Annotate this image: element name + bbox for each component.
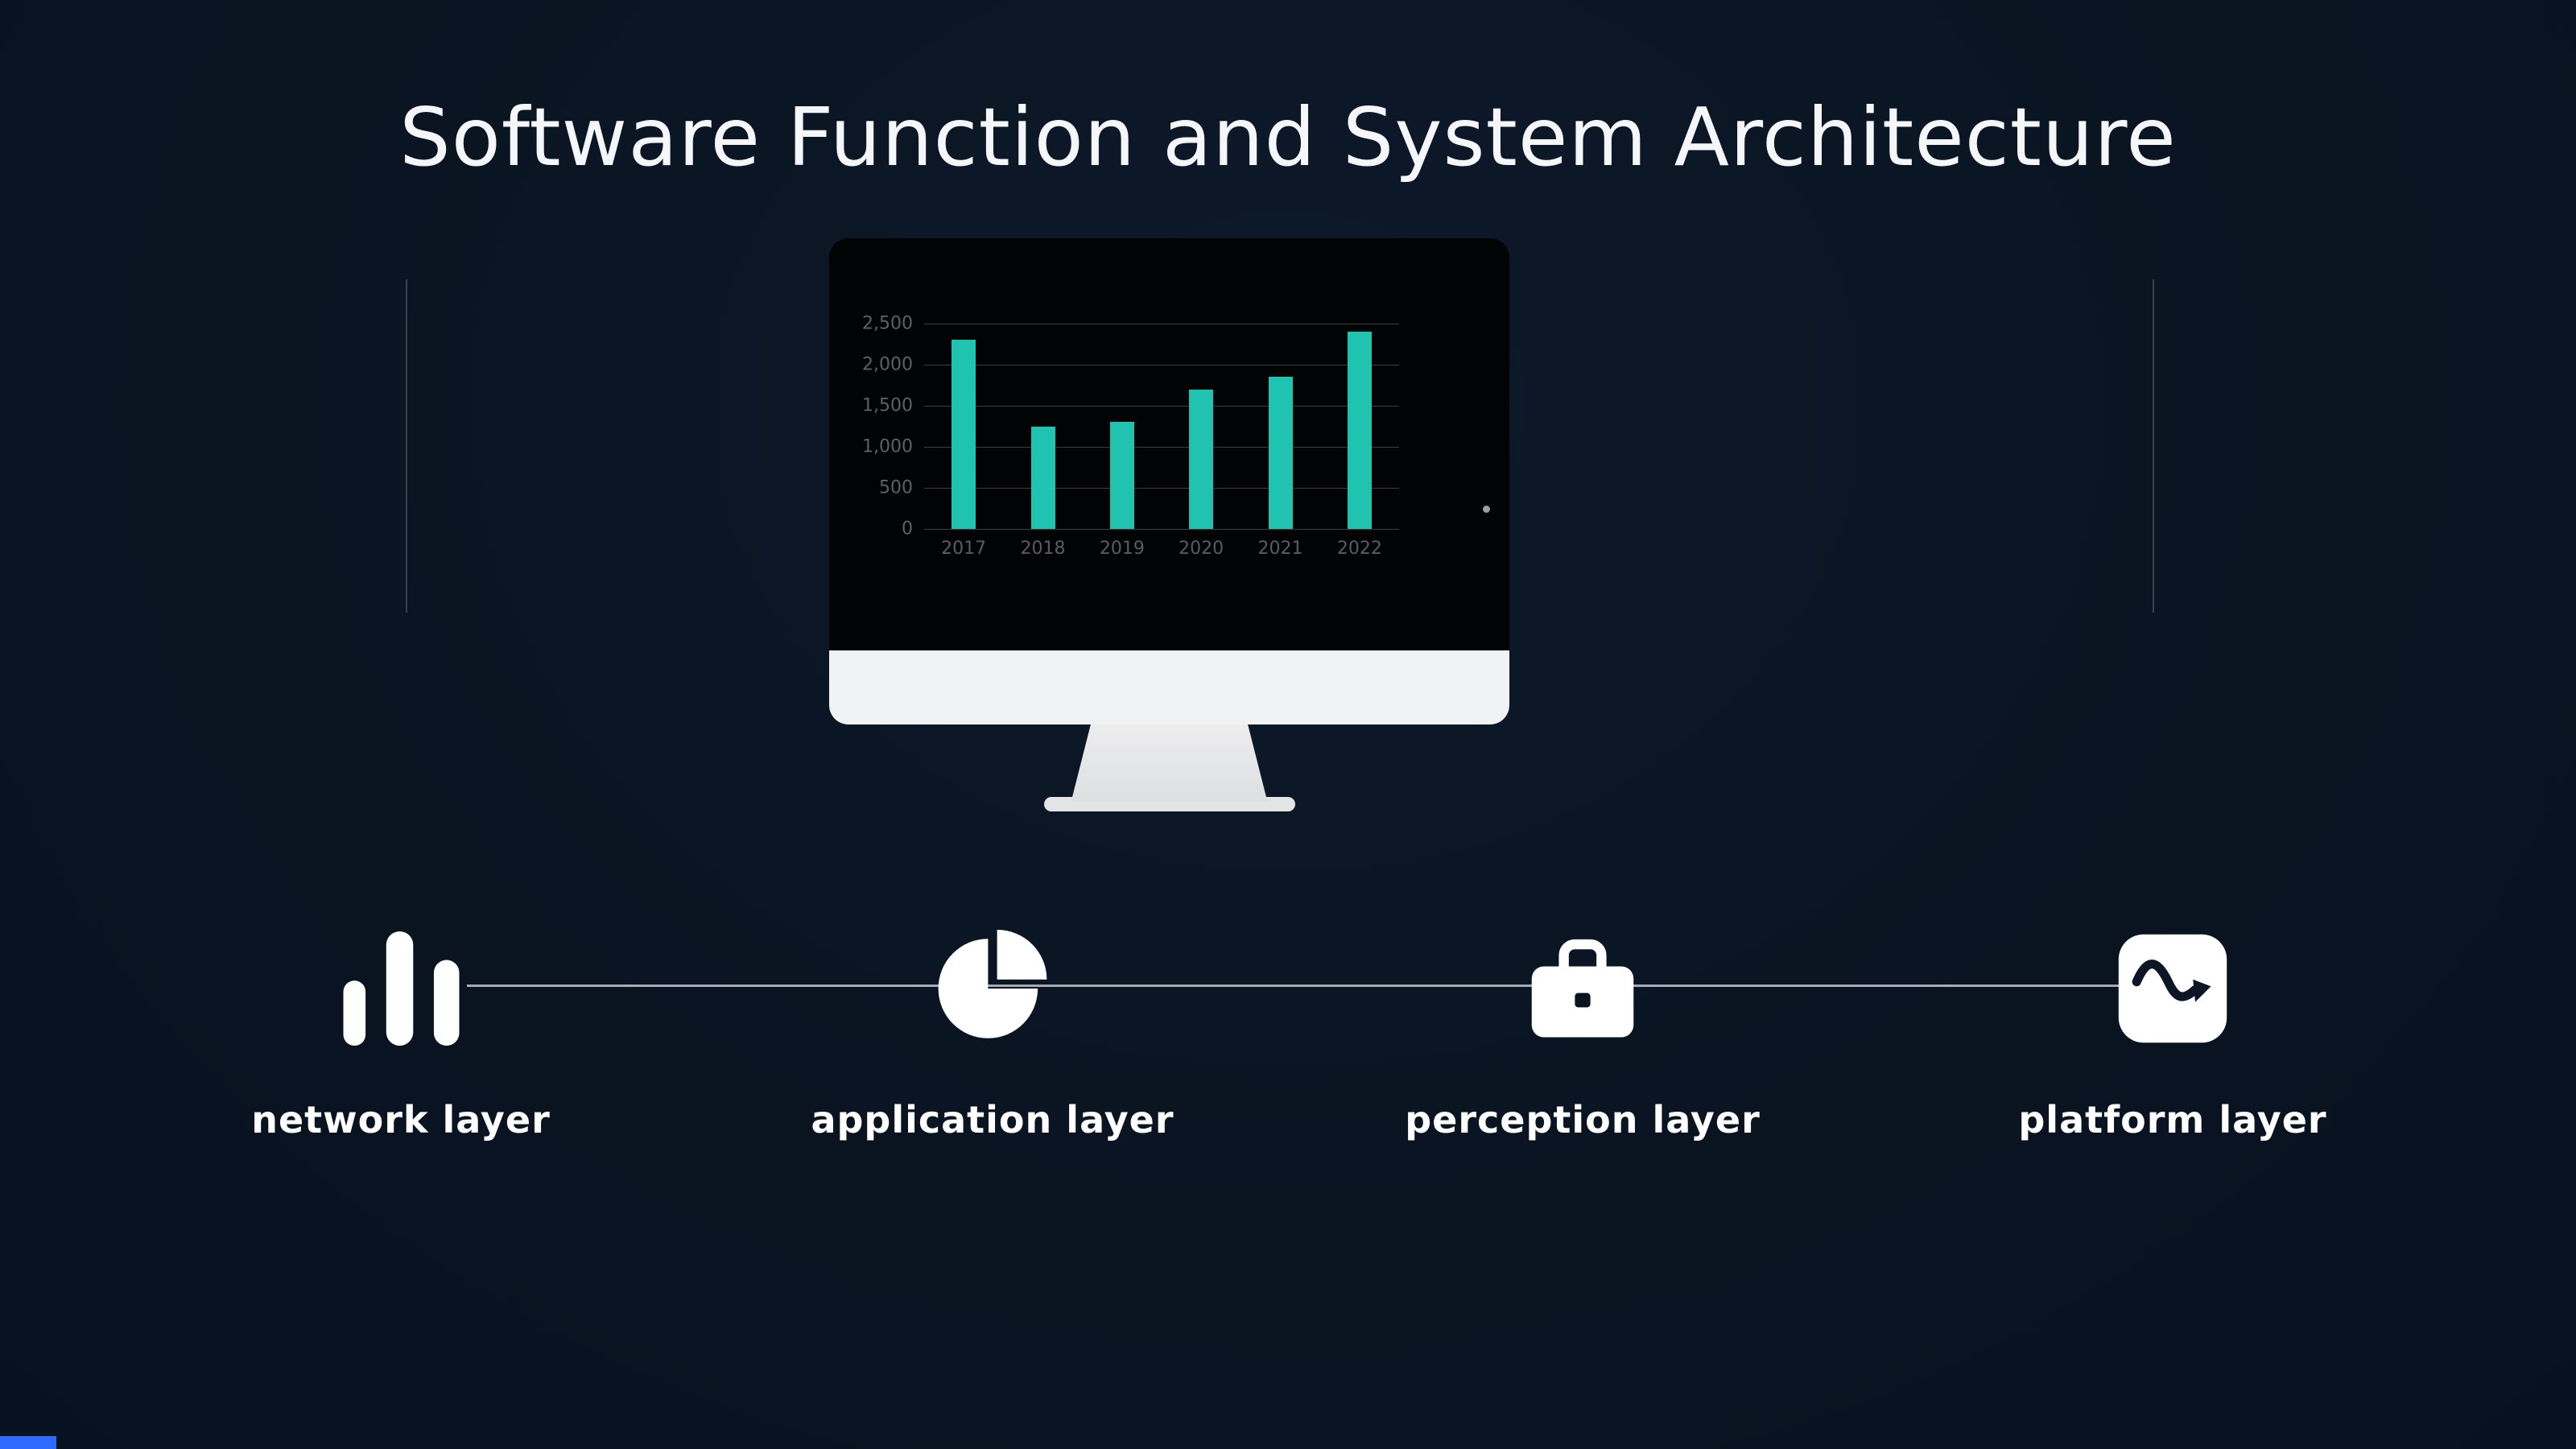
wave-arrow-icon bbox=[2116, 927, 2229, 1048]
monitor-screen: 2,500 2,000 1,500 1,000 500 0 2017 2018 2019 2020… bbox=[829, 238, 1509, 650]
monitor-stand bbox=[1071, 724, 1268, 802]
chart-gridline bbox=[924, 406, 1399, 407]
chart-y-tick-label: 1,000 bbox=[862, 436, 913, 457]
chart-bar bbox=[952, 340, 976, 529]
chart-bar bbox=[1189, 389, 1214, 529]
chart-bar bbox=[1347, 332, 1372, 529]
bar-chart-plot: 2,500 2,000 1,500 1,000 500 0 2017 2018 2019 2020… bbox=[862, 314, 1399, 559]
chart-y-tick-label: 2,500 bbox=[862, 313, 913, 334]
screen-dot bbox=[1483, 506, 1490, 513]
page-title: Software Function and System Architectur… bbox=[399, 90, 2177, 184]
chart-x-tick-label: 2022 bbox=[1336, 539, 1382, 559]
chart-bar bbox=[1268, 377, 1293, 529]
layer-label: perception layer bbox=[1405, 1098, 1761, 1141]
left-accent-line bbox=[406, 279, 407, 613]
briefcase-icon bbox=[1527, 927, 1638, 1048]
chart-x-tick-label: 2018 bbox=[1020, 539, 1066, 559]
layer-label: application layer bbox=[811, 1098, 1174, 1141]
layer-label: platform layer bbox=[2018, 1098, 2327, 1141]
chart-gridline bbox=[924, 488, 1399, 489]
pie-chart-icon bbox=[934, 927, 1051, 1048]
right-accent-line bbox=[2153, 279, 2154, 613]
layer-label: network layer bbox=[251, 1098, 551, 1141]
bottom-left-accent bbox=[0, 1436, 56, 1449]
chart-gridline bbox=[924, 447, 1399, 448]
layer-item-application: application layer bbox=[751, 927, 1234, 1141]
chart-x-tick-label: 2020 bbox=[1179, 539, 1224, 559]
monitor-chin bbox=[829, 650, 1509, 724]
monitor-illustration: 2,500 2,000 1,500 1,000 500 0 2017 2018 2019 2020… bbox=[829, 238, 1509, 811]
chart-y-tick-label: 2,000 bbox=[862, 354, 913, 375]
signal-bars-icon bbox=[343, 927, 460, 1048]
chart-y-tick-label: 500 bbox=[879, 477, 913, 498]
chart-x-tick-label: 2021 bbox=[1257, 539, 1303, 559]
chart-y-tick-label: 1,500 bbox=[862, 395, 913, 416]
chart-gridline bbox=[924, 529, 1399, 530]
chart-x-tick-label: 2019 bbox=[1099, 539, 1145, 559]
layer-item-network: network layer bbox=[159, 927, 642, 1141]
chart-bar bbox=[1109, 422, 1134, 529]
connector-line bbox=[467, 985, 2125, 987]
chart-x-tick-label: 2017 bbox=[941, 539, 987, 559]
layer-item-platform: platform layer bbox=[1931, 927, 2414, 1141]
layer-item-perception: perception layer bbox=[1341, 927, 1824, 1141]
chart-y-tick-label: 0 bbox=[902, 518, 913, 539]
chart-bar bbox=[1030, 426, 1055, 529]
